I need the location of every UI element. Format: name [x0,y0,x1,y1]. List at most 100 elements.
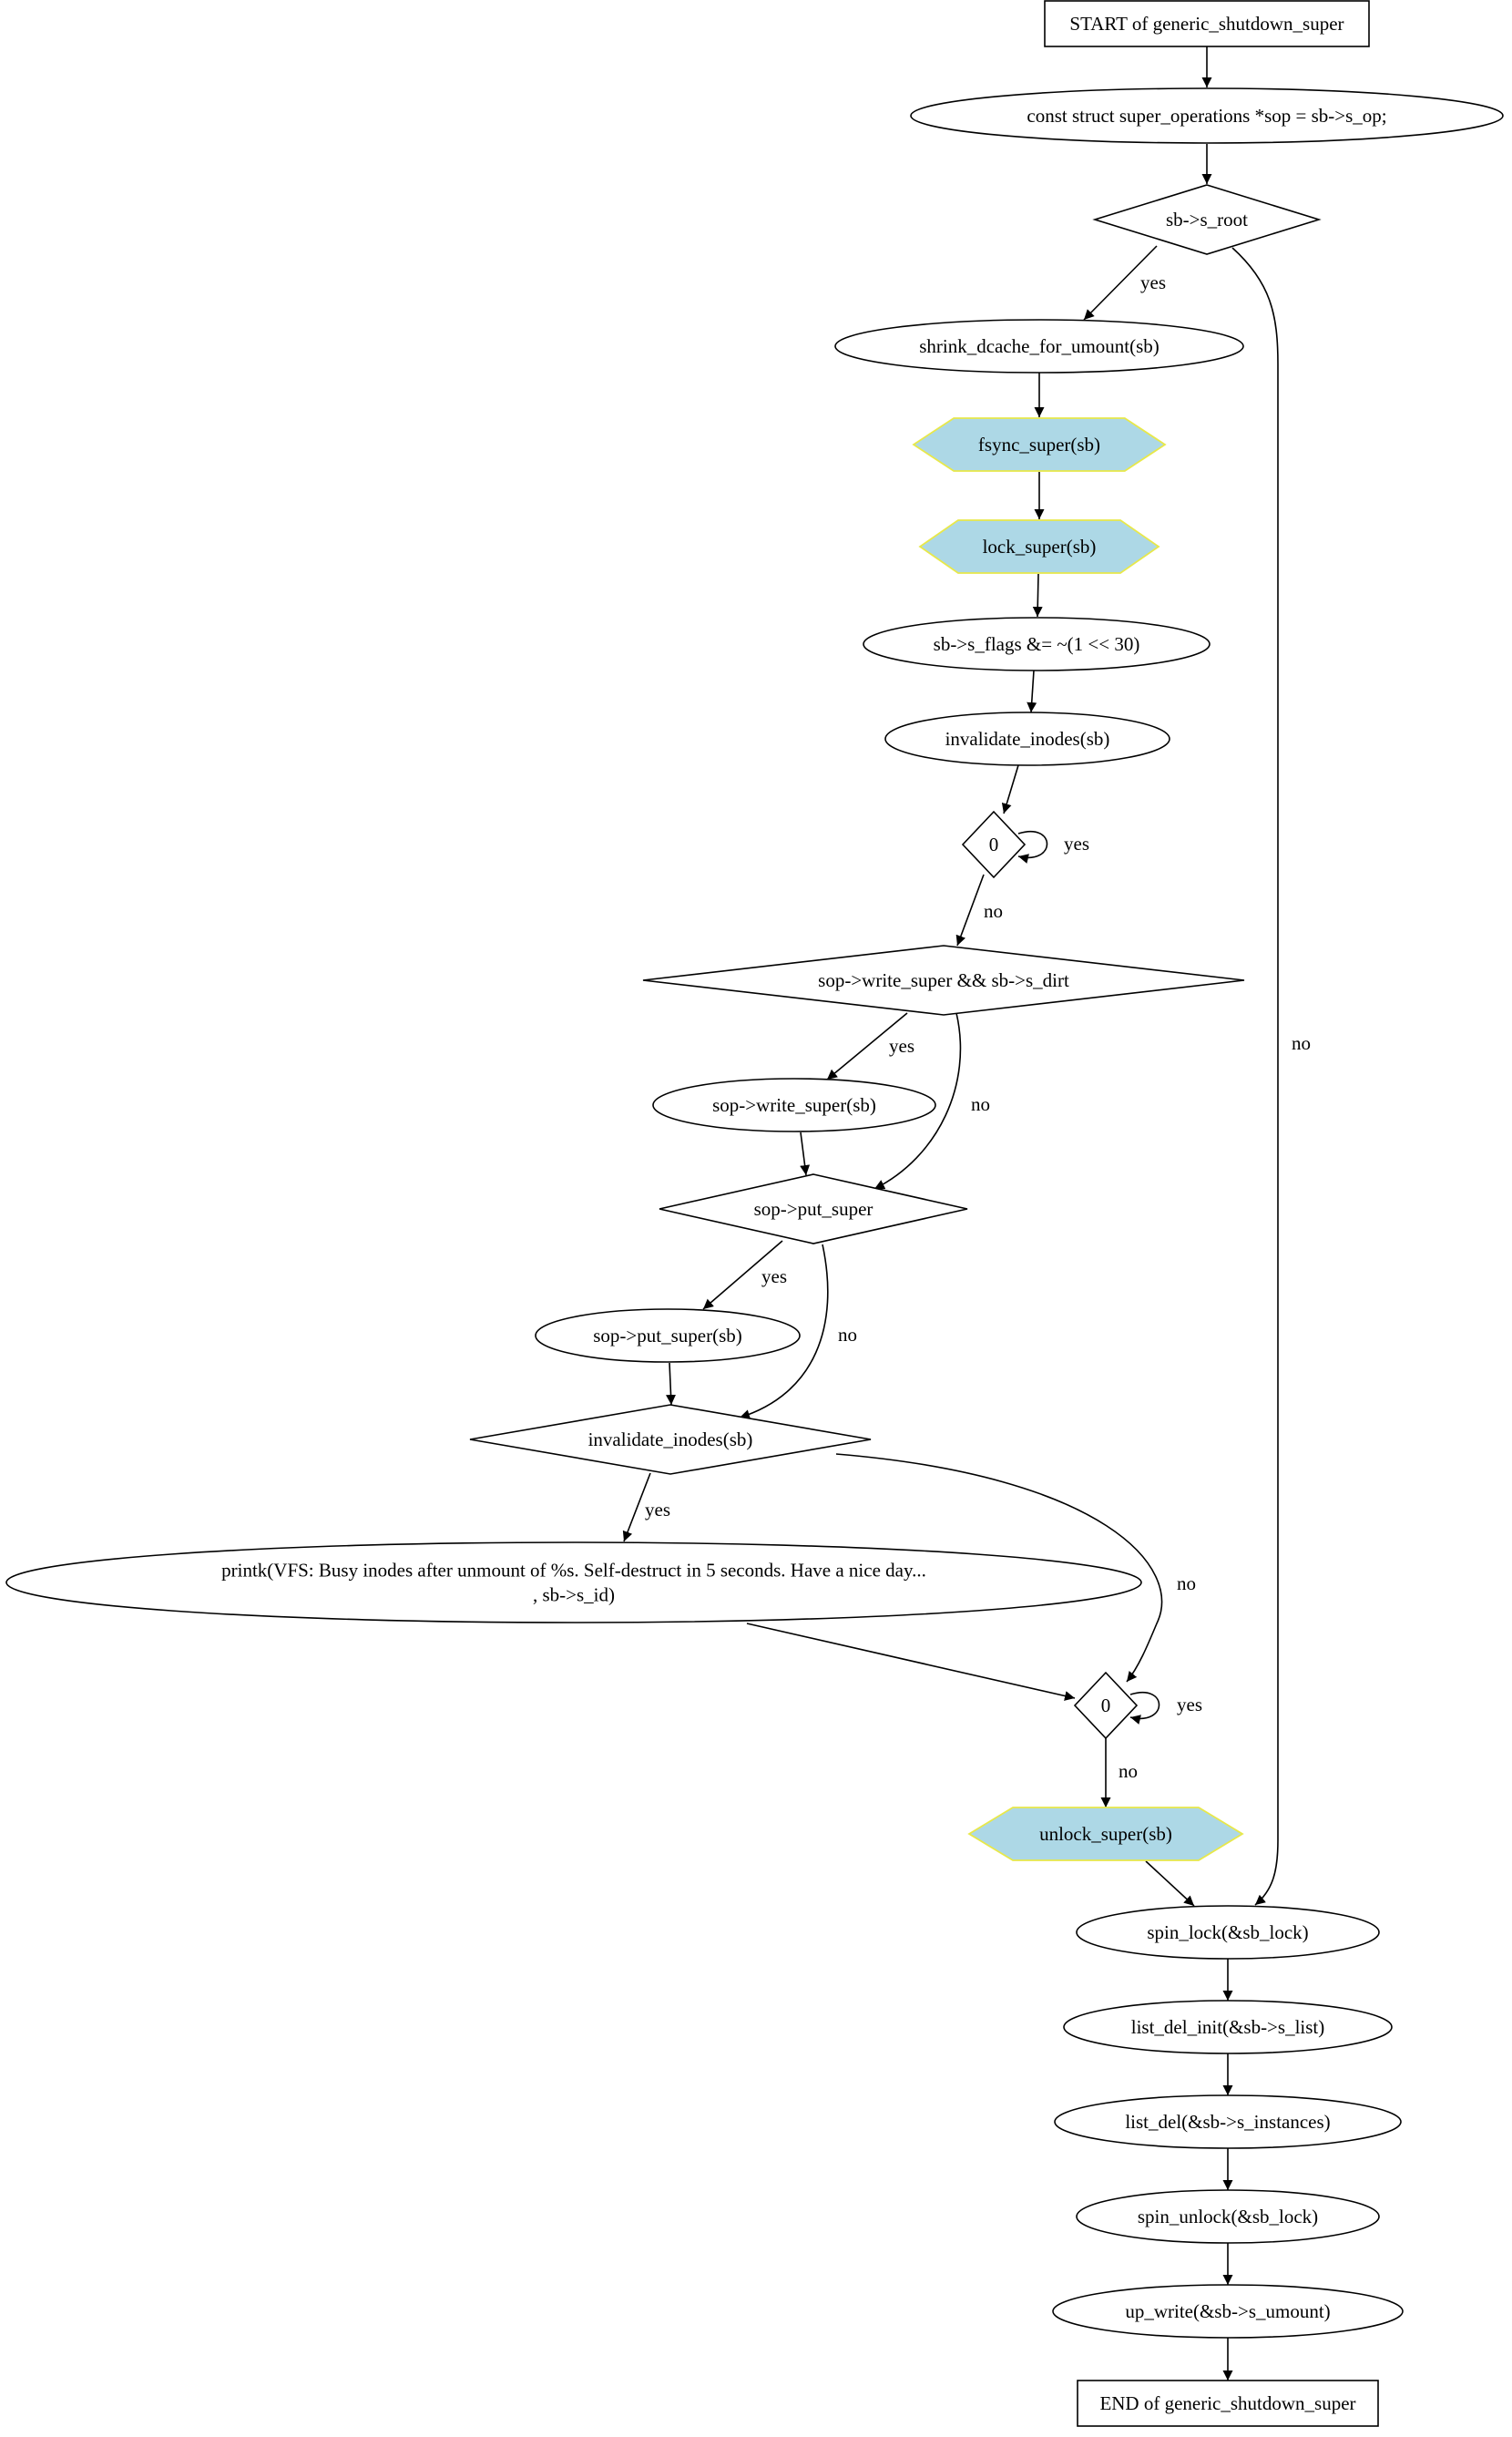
edge-arrow [622,1472,651,1542]
node-zero2: 0 [1073,1671,1139,1740]
edge-wsupercall-to-putsuper [800,1131,811,1176]
edges: yes no yes no yes no yes no yes no yes no [622,46,1311,2381]
edge-zero1-to-wsuper: no [955,874,1003,947]
edge-label: no [838,1324,857,1346]
node-upwrite: up_write(&sb->s_umount) [1052,2284,1404,2339]
edge-arrow [739,1244,829,1419]
node-label: spin_lock(&sb_lock) [1147,1921,1308,1943]
node-ellipse-shape [1054,2094,1402,2149]
node-ellipse-shape [535,1308,801,1363]
edge-arrow [835,1453,1163,1683]
edge-arrow [955,874,985,947]
node-box-shape [1077,2380,1379,2427]
edge-putsupercall-to-inval2 [666,1362,677,1406]
node-end: END of generic_shutdown_super [1077,2380,1379,2427]
node-label: spin_unlock(&sb_lock) [1138,2206,1318,2227]
node-diamond-shape [469,1404,872,1475]
node-ellipse-shape [652,1078,936,1132]
node-ellipse-shape [1063,2000,1393,2054]
edge-arrow [1083,245,1158,321]
node-hexagon-shape [918,519,1160,574]
node-label: sop->put_super(sb) [593,1325,742,1346]
edge-inval1-to-zero1 [1001,764,1019,814]
node-ellipse-shape [1076,1905,1380,1960]
node-ellipse-shape [1076,2189,1380,2244]
edge-arrow [1001,764,1019,814]
node-diamond-shape [1073,1671,1139,1740]
edge-label: yes [1064,833,1089,855]
edge-inval2-to-printk: yes [622,1472,670,1542]
node-label: fsync_super(sb) [978,434,1100,456]
node-label: sb->s_flags &= ~(1 << 30) [934,633,1140,655]
node-diamond-shape [642,945,1245,1016]
edge-label: yes [761,1265,787,1287]
edge-label: yes [1140,271,1166,293]
node-label: invalidate_inodes(sb) [588,1428,753,1450]
edge-zero2-to-unlock: no [1100,1738,1138,1807]
node-ellipse-shape [910,87,1504,144]
node-fsync: fsync_super(sb) [912,417,1167,472]
node-inval1: invalidate_inodes(sb) [884,712,1170,766]
node-listdel: list_del(&sb->s_instances) [1054,2094,1402,2149]
node-label: lock_super(sb) [983,536,1097,558]
node-label: sop->write_super(sb) [712,1094,876,1116]
node-unlock: unlock_super(sb) [967,1807,1244,1861]
node-spinlock: spin_lock(&sb_lock) [1076,1905,1380,1960]
node-label: START of generic_shutdown_super [1069,13,1343,35]
node-wsupercall: sop->write_super(sb) [652,1078,936,1132]
node-wsuper: sop->write_super && sb->s_dirt [642,945,1245,1016]
node-diamond-shape [1092,184,1322,255]
node-ellipse-shape [5,1541,1142,1623]
node-label: 0 [1101,1695,1111,1716]
edge-sroot-to-spinlock: no [1231,247,1311,1906]
node-zero1: 0 [961,810,1027,879]
edge-flags-to-inval1 [1027,670,1037,713]
edge-arrow [1032,573,1043,618]
edge-putsuper-to-putsupercall: yes [702,1240,787,1310]
node-ellipse-shape [834,319,1244,374]
node-printk: printk(VFS: Busy inodes after unmount of… [5,1541,1142,1623]
node-label: unlock_super(sb) [1039,1823,1172,1845]
node-lock: lock_super(sb) [918,519,1160,574]
edge-label: no [1119,1760,1138,1782]
node-label: sop->write_super && sb->s_dirt [818,969,1069,991]
node-putsupercall: sop->put_super(sb) [535,1308,801,1363]
edge-label: yes [1177,1694,1202,1715]
edge-arrow [746,1623,1076,1701]
node-label: sb->s_root [1166,209,1248,230]
edge-wsuper-to-putsuper: no [873,1012,990,1190]
edge-sroot-to-shrink: yes [1083,245,1166,321]
edge-label: no [1292,1032,1311,1054]
node-label: up_write(&sb->s_umount) [1125,2300,1330,2322]
edge-lock-to-flags [1032,573,1043,618]
edge-putsuper-to-inval2: no [739,1244,857,1419]
edge-arrow [1231,247,1279,1906]
edge-inval2-to-zero2: no [835,1453,1196,1683]
edge-arrow [800,1131,811,1176]
node-box-shape [1044,0,1370,47]
node-label: list_del(&sb->s_instances) [1125,2111,1330,2133]
edge-zero2-to-zero2: yes [1129,1692,1202,1725]
edge-label: yes [645,1499,670,1521]
node-diamond-shape [961,810,1027,879]
edge-printk-to-zero2 [746,1623,1076,1701]
edge-label: no [1177,1572,1196,1594]
node-diamond-shape [659,1173,968,1244]
node-ellipse-shape [863,617,1211,671]
edge-arrow [1017,831,1048,864]
edge-wsuper-to-wsupercall: yes [826,1012,914,1080]
node-flags: sb->s_flags &= ~(1 << 30) [863,617,1211,671]
edge-label: yes [889,1035,914,1057]
edge-label: no [971,1093,990,1115]
node-shrink: shrink_dcache_for_umount(sb) [834,319,1244,374]
node-putsuper: sop->put_super [659,1173,968,1244]
node-hexagon-shape [967,1807,1244,1861]
node-inval2: invalidate_inodes(sb) [469,1404,872,1475]
node-spinunlock: spin_unlock(&sb_lock) [1076,2189,1380,2244]
edge-unlock-to-spinlock [1145,1860,1195,1907]
edge-zero1-to-zero1: yes [1017,831,1089,864]
node-start: START of generic_shutdown_super [1044,0,1370,47]
node-label: printk(VFS: Busy inodes after unmount of… [221,1560,926,1582]
